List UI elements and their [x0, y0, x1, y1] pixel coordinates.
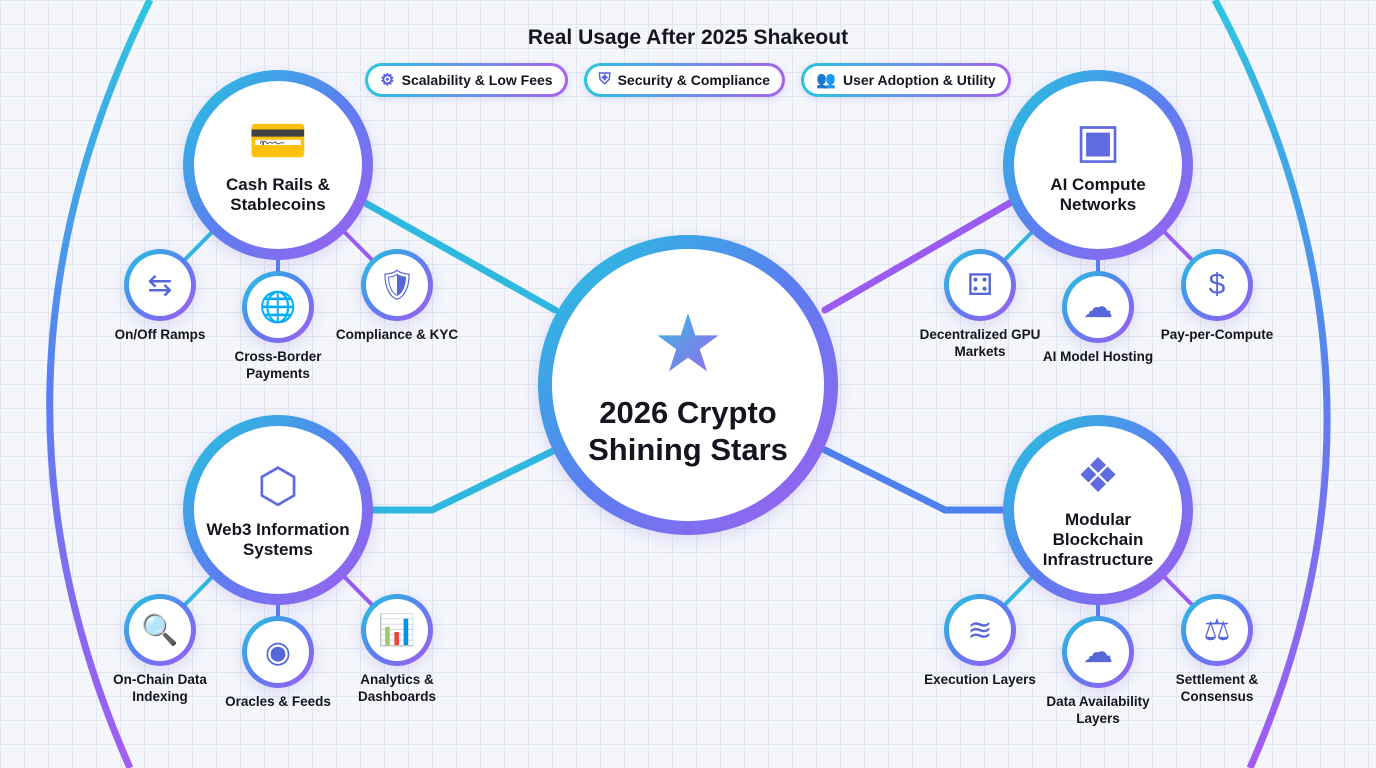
- sub-node-label: Execution Layers: [924, 672, 1036, 687]
- sub-node: ☁: [1062, 616, 1134, 688]
- sub-node-label: On/Off Ramps: [114, 327, 206, 342]
- outer-arc-left: [46, 0, 154, 768]
- pill-label: Scalability & Low Fees: [401, 72, 553, 88]
- pill-label: Security & Compliance: [617, 72, 771, 88]
- sub-node: ⇆: [124, 249, 196, 321]
- hub-node-cash-rails: 💳 Cash Rails & Stablecoins: [183, 70, 373, 260]
- center-title-line2: Shining Stars: [588, 432, 788, 467]
- hub-label: Modular Blockchain Infrastructure: [1042, 510, 1154, 569]
- center-title-line1: 2026 Crypto: [599, 395, 777, 430]
- scales-gavel-icon: ⚖: [1203, 613, 1231, 647]
- layers-icon: ≋: [967, 613, 993, 647]
- shield-icon: ⛨: [598, 71, 611, 88]
- pill-security: ⛨ Security & Compliance: [584, 63, 786, 97]
- cloud-database-icon: ☁: [1083, 635, 1113, 669]
- legend-pills: ⚙ Scalability & Low Fees ⛨ Security & Comp…: [0, 63, 1376, 97]
- gpu-network-icon: ⚃: [966, 268, 994, 302]
- pill-adoption: 👥 User Adoption & Utility: [801, 63, 1011, 97]
- sub-node-label: Decentralized GPU Markets: [919, 327, 1041, 359]
- sub-node-label: Settlement & Consensus: [1175, 672, 1259, 704]
- pill-label: User Adoption & Utility: [843, 72, 996, 88]
- sub-node-label: On-Chain Data Indexing: [113, 672, 207, 704]
- hub-label: Web3 Information Systems: [206, 520, 350, 559]
- dashboard-chart-icon: 📊: [378, 613, 416, 647]
- cloud-brain-icon: ☁: [1083, 290, 1113, 324]
- sub-node-label: Pay-per-Compute: [1160, 327, 1274, 342]
- sub-node-label: Cross-Border Payments: [234, 349, 322, 381]
- sub-node-label: Compliance & KYC: [335, 327, 459, 342]
- hub-label: Cash Rails & Stablecoins: [226, 175, 330, 214]
- arrows-in-out-icon: ⇆: [147, 268, 173, 302]
- sub-node-label: AI Model Hosting: [1042, 349, 1154, 364]
- sub-node-label: Data Availability Layers: [1046, 694, 1150, 726]
- page-title: Real Usage After 2025 Shakeout: [527, 26, 849, 49]
- sub-node: 🔍: [124, 594, 196, 666]
- sub-node: ≋: [944, 594, 1016, 666]
- sub-node: $: [1181, 249, 1253, 321]
- sub-node: ⚃: [944, 249, 1016, 321]
- rocket-gear-icon: ⚙: [380, 72, 395, 89]
- magnifier-data-icon: 🔍: [141, 613, 179, 647]
- sub-node: 🌐: [242, 271, 314, 343]
- cubes-icon: ❖: [1076, 450, 1120, 503]
- eye-icon: ◉: [264, 635, 292, 669]
- outer-arc-right: [1211, 0, 1331, 768]
- sub-node: ☁: [1062, 271, 1134, 343]
- hub-node-ai-compute: ▣ AI Compute Networks: [1003, 70, 1193, 260]
- pay-icon: $: [1208, 268, 1226, 301]
- hub-label: AI Compute Networks: [1050, 175, 1146, 214]
- users-icon: 👥: [816, 72, 836, 89]
- ai-chip-icon: ▣: [1075, 115, 1121, 168]
- pill-scalability: ⚙ Scalability & Low Fees: [365, 63, 567, 97]
- hub-node-modular: ❖ Modular Blockchain Infrastructure: [1003, 415, 1193, 605]
- sub-node: 📊: [361, 594, 433, 666]
- hub-node-web3-info: ⬡ Web3 Information Systems: [183, 415, 373, 605]
- sub-node-label: Analytics & Dashboards: [357, 672, 437, 704]
- sub-node: 🛡: [361, 249, 433, 321]
- credit-card-lock-icon: 💳: [248, 115, 308, 168]
- sub-node: ⚖: [1181, 594, 1253, 666]
- sub-node: ◉: [242, 616, 314, 688]
- network-graph-icon: ⬡: [257, 460, 299, 513]
- shield-check-icon: 🛡: [377, 268, 417, 302]
- sub-node-label: Oracles & Feeds: [225, 694, 331, 709]
- circuit-star-icon: ★: [652, 299, 724, 388]
- globe-icon: 🌐: [259, 290, 297, 324]
